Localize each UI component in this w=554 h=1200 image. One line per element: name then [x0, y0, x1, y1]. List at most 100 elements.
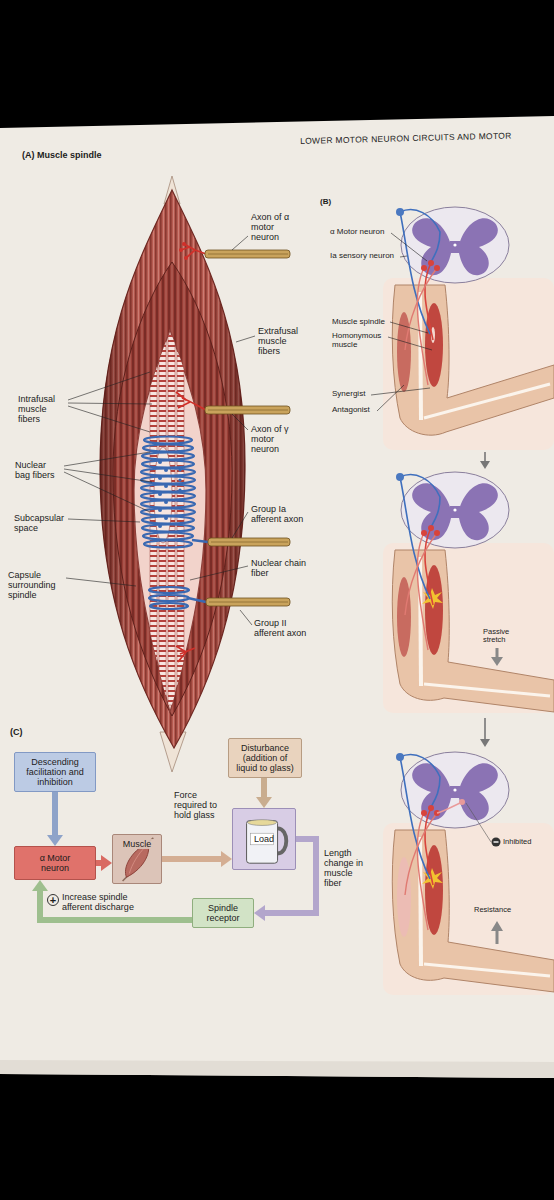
part-label: α Motor neuron	[330, 228, 384, 237]
part-label: Capsule surrounding spindle	[8, 570, 66, 600]
muscle-illustration	[134, 330, 206, 712]
part-label: Ia sensory neuron	[330, 252, 394, 261]
flow-arrow-line	[261, 778, 267, 798]
part-label: Group II afferent axon	[254, 618, 316, 638]
muscle-illustration	[100, 190, 245, 748]
part-label: Muscle spindle	[332, 318, 385, 327]
flow-arrow-head	[47, 835, 63, 846]
muscle-illustration	[188, 598, 206, 602]
part-label: Axon of α motor neuron	[251, 212, 297, 242]
muscle-illustration	[178, 402, 190, 408]
leader-line	[390, 322, 428, 333]
leader-line	[391, 233, 427, 261]
load-box: Load	[232, 808, 296, 870]
muscle-illustration	[211, 542, 288, 543]
action-label: Resistance	[474, 906, 511, 914]
box-text: Descending facilitation and inhibition	[19, 757, 91, 787]
flow-arrow	[96, 855, 112, 871]
panel-letter: (B)	[320, 198, 331, 207]
reflex-panels	[484, 452, 486, 462]
leader-line	[240, 610, 252, 625]
sign-symbol: +	[47, 894, 59, 906]
muscle-illustration	[205, 406, 290, 414]
muscle-illustration	[142, 525, 194, 532]
muscle-illustration	[150, 335, 184, 705]
panel-title: (A) Muscle spindle	[22, 150, 102, 160]
muscle-illustration	[142, 517, 194, 524]
edge-label: Increase spindle afferent discharge	[62, 892, 152, 912]
muscle-illustration	[206, 650, 290, 652]
muscle-illustration	[142, 461, 194, 468]
mug-icon	[248, 820, 277, 826]
reflex-panels	[424, 964, 550, 976]
flow-arrow-head	[32, 880, 48, 891]
flow-arrow-head	[256, 797, 272, 808]
muscle-illustration	[144, 437, 192, 444]
muscle-illustration	[141, 477, 195, 484]
flow-arrow-head	[101, 855, 112, 871]
reflex-panels	[383, 278, 554, 450]
action-label: Passive stretch	[483, 628, 517, 645]
muscle-illustration	[208, 254, 288, 255]
muscle-illustration	[150, 603, 188, 609]
running-header: LOWER MOTOR NEURON CIRCUITS AND MOTOR	[300, 131, 512, 146]
muscle-illustration	[176, 392, 186, 400]
state-label: Inhibited	[503, 838, 531, 846]
part-label: Nuclear chain fiber	[251, 558, 309, 578]
part-label: Nuclear bag fibers	[15, 460, 63, 480]
muscle-illustration	[141, 501, 195, 508]
muscle-illustration	[141, 493, 195, 500]
reflex-panels	[492, 838, 501, 847]
reflex-panels	[496, 648, 499, 658]
leader-line	[66, 578, 136, 586]
flow-arrow-line	[52, 792, 58, 836]
flow-arrow-line	[162, 856, 222, 862]
flow-arrow	[32, 880, 192, 920]
muscle-illustration	[141, 485, 195, 492]
reflex-panels	[397, 857, 411, 937]
reflex-panels	[424, 384, 550, 418]
muscle-illustration	[192, 540, 208, 542]
reflex-panels	[491, 921, 503, 931]
edge-label: Length change in muscle fiber	[324, 848, 370, 888]
disturbance-box: Disturbance (addition of liquid to glass…	[228, 738, 302, 778]
leader-line	[388, 337, 432, 350]
part-label: Homonymous muscle	[332, 332, 388, 350]
mug-icon	[250, 833, 273, 845]
reflex-panels	[383, 207, 554, 995]
box-text: Muscle	[121, 839, 154, 849]
reflex-panels	[383, 543, 554, 713]
reflex-panels	[392, 830, 554, 992]
leader-line	[232, 414, 248, 430]
reflex-panels	[401, 472, 509, 548]
reflex-panels	[491, 657, 503, 666]
reflex-panels	[424, 684, 550, 696]
box-text: Load	[254, 834, 274, 844]
leader-line	[68, 406, 150, 432]
muscle-box: Muscle	[112, 834, 162, 884]
motor-neuron-box: α Motor neuron	[14, 846, 96, 880]
part-label: Group Ia afferent axon	[251, 504, 313, 524]
page-illustration	[0, 116, 554, 1078]
mug-icon	[247, 821, 278, 864]
muscle-illustration	[176, 244, 206, 662]
part-label: Intrafusal muscle fibers	[18, 394, 66, 424]
leader-line	[64, 452, 150, 466]
reflex-panels	[480, 739, 490, 747]
box-text: α Motor neuron	[30, 853, 80, 873]
reflex-panels	[437, 802, 462, 813]
part-label: Antagonist	[332, 406, 370, 415]
muscle-illustration	[178, 478, 181, 481]
muscle-illustration	[208, 410, 288, 411]
muscle-illustration	[208, 538, 290, 546]
muscle-illustration	[141, 437, 195, 610]
muscle-illustration	[195, 250, 206, 254]
leader-line	[68, 372, 150, 400]
muscle-illustration	[144, 541, 192, 548]
leader-line	[68, 403, 152, 404]
muscle-illustration	[184, 256, 188, 260]
muscle-illustration	[100, 190, 245, 748]
reflex-panels	[392, 550, 554, 712]
